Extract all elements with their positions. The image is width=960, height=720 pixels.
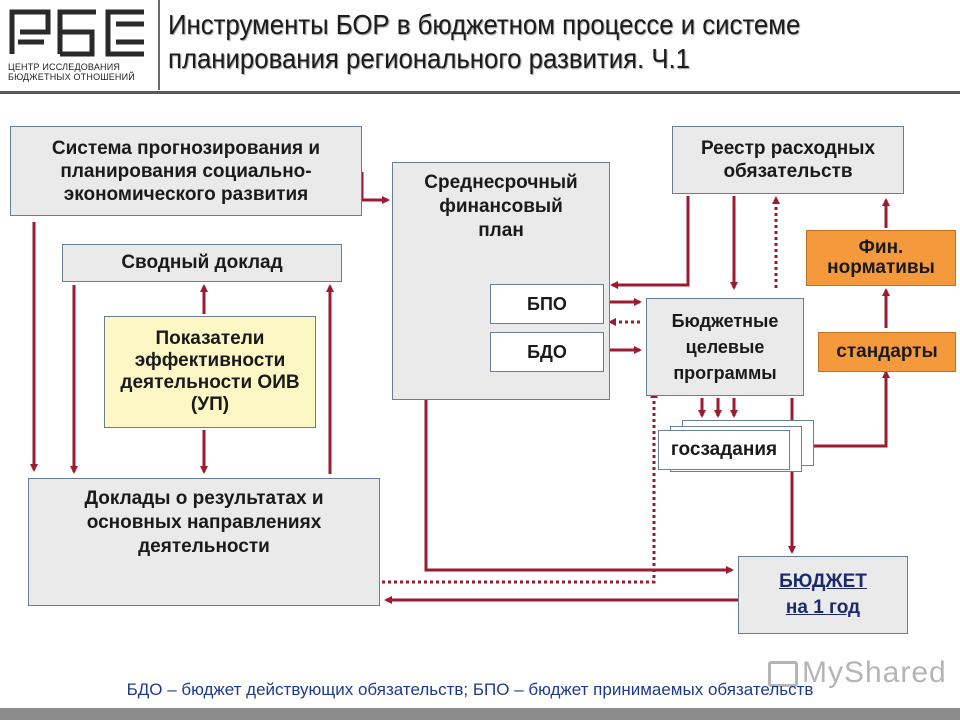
footnote: БДО – бюджет действующих обязательств; Б… (126, 680, 814, 699)
bpo-box: БПО (490, 284, 604, 324)
watermark: MyShared (768, 656, 947, 690)
target-programs-label: Бюджетные целевые программы (671, 311, 779, 383)
fin-norms-label: Фин. нормативы (827, 237, 935, 278)
mid-term-plan-label: Среднесрочный финансовый план (424, 172, 578, 241)
logo-caption-line-2: БЮДЖЕТНЫХ ОТНОШЕНИЙ (8, 72, 135, 82)
standards-label: стандарты (836, 341, 938, 362)
arrow-system-to-plan (360, 172, 390, 204)
summary-report-label: Сводный доклад (121, 252, 283, 273)
logo-caption-line-1: ЦЕНТР ИССЛЕДОВАНИЯ (8, 62, 121, 72)
header-rule (0, 91, 960, 94)
logo-caption: ЦЕНТР ИССЛЕДОВАНИЯ БЮДЖЕТНЫХ ОТНОШЕНИЙ (8, 62, 154, 82)
state-tasks-box: госзадания (658, 430, 790, 470)
summary-report-box: Сводный доклад (62, 244, 342, 282)
registry-label: Реестр расходных обязательств (700, 138, 876, 182)
bpo-label: БПО (527, 293, 567, 314)
arrow-tasks-to-standards (814, 370, 890, 448)
arrow-results-to-programs-dotted (382, 390, 658, 584)
standards-box: стандарты (818, 332, 956, 372)
results-reports-box: Доклады о результатах и основных направл… (28, 478, 380, 606)
system-forecasting-label: Система прогнозирования и планирования с… (51, 137, 321, 205)
bottom-band (0, 708, 960, 720)
title-divider (158, 0, 160, 90)
budget-label-line-1: БЮДЖЕТ (779, 571, 867, 592)
results-reports-label: Доклады о результатах и основных направл… (84, 488, 324, 557)
system-forecasting-box: Система прогнозирования и планирования с… (10, 126, 362, 216)
budget-label-line-2: на 1 год (785, 597, 861, 618)
bdo-box: БДО (490, 332, 604, 372)
fin-norms-box: Фин. нормативы (806, 230, 956, 286)
logo (4, 2, 156, 88)
budget-box: БЮДЖЕТ на 1 год (738, 556, 908, 634)
indicators-label: Показатели эффективности деятельности ОИ… (120, 328, 300, 415)
registry-box: Реестр расходных обязательств (672, 126, 904, 194)
watermark-text: MyShared (802, 656, 947, 689)
state-tasks-label: госзадания (670, 439, 778, 460)
page-title: Инструменты БОР в бюджетном процессе и с… (168, 8, 886, 76)
arrow-registry-to-plan (610, 196, 690, 289)
logo-mark-icon (6, 6, 154, 58)
target-programs-box: Бюджетные целевые программы (646, 298, 804, 396)
watermark-icon (768, 661, 798, 688)
indicators-box: Показатели эффективности деятельности ОИ… (104, 316, 316, 428)
title-line-2: планирования регионального развития. Ч.1 (168, 43, 691, 74)
bdo-label: БДО (527, 341, 567, 362)
arrow-plan-to-budget (424, 400, 734, 574)
title-line-1: Инструменты БОР в бюджетном процессе и с… (168, 9, 801, 40)
